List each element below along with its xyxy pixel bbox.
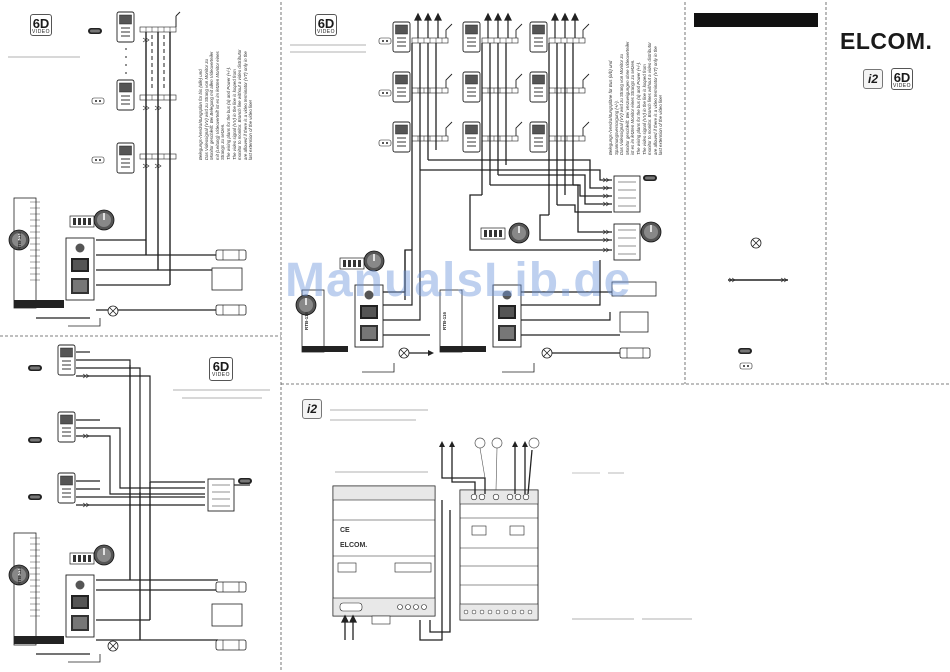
side-note-panel-a: Belegungs-/Verdrahtungsplan für bis (all… — [198, 49, 254, 160]
panel-e-power-supply-diagram — [330, 409, 692, 641]
psu-brand-label: ELCOM. — [340, 542, 368, 549]
module-label-panel-c-right: RTB-116 — [442, 311, 447, 330]
psu-ce-mark: CE — [340, 527, 350, 534]
badge-i2-right: i2 — [863, 69, 883, 89]
title-bar-block — [694, 13, 818, 27]
module-label-panel-b: RTB-116 — [17, 566, 22, 585]
panel-a-top-left-diagram — [8, 11, 247, 327]
panel-d-legend — [728, 237, 788, 370]
module-label-panel-a: RTB-116 — [17, 231, 22, 250]
module-label-panel-c-left: RTB-116 — [304, 311, 309, 330]
badge-6d-video-top-middle: 6D VIDEO — [315, 14, 337, 36]
elcom-logo: ELCOM. — [840, 28, 933, 54]
panel-b-bottom-left-diagram — [8, 344, 270, 663]
legend-lamp-icon — [750, 237, 762, 249]
badge-6d-video-bottom-left: 6D VIDEO — [209, 357, 233, 381]
badge-6d-video-top-left: 6D VIDEO — [30, 14, 52, 36]
panel-c-main-diagram — [290, 12, 662, 373]
legend-doorbell-dots-icon — [739, 362, 753, 370]
side-note-panel-c: Belegungs-/Verdrahtungspläne für Bus (a/… — [608, 41, 664, 156]
badge-i2-bottom-middle: i2 — [302, 399, 322, 419]
badge-6d-video-right: 6D VIDEO — [891, 68, 913, 90]
legend-bell-button-icon — [738, 348, 752, 354]
